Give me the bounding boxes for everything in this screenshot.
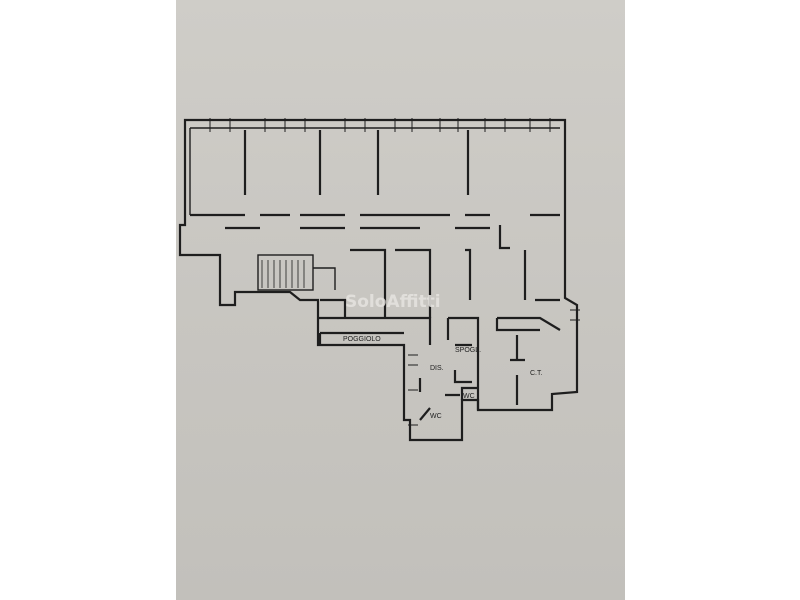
- label-dis: DIS.: [430, 365, 444, 372]
- watermark: SoloAffitti: [345, 292, 441, 312]
- outer-wall: [178, 118, 579, 442]
- label-wc-2: WC: [463, 393, 475, 400]
- label-ct: C.T.: [530, 370, 543, 377]
- label-spogl: SPOGL.: [455, 347, 481, 354]
- label-wc-1: WC: [430, 413, 442, 420]
- label-poggiolo: POGGIOLO: [343, 336, 381, 343]
